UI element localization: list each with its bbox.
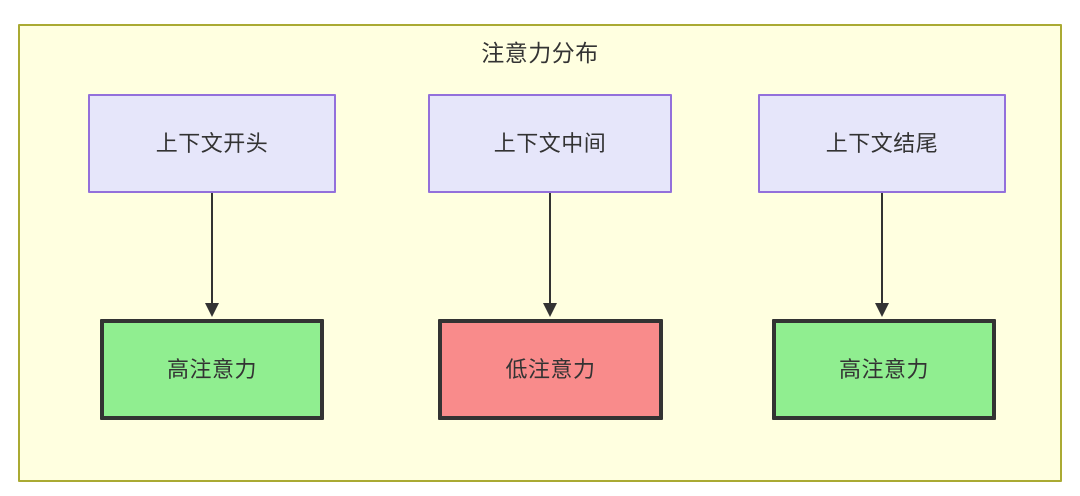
node-attention-high-end-label: 高注意力 (838, 356, 929, 382)
node-context-end[interactable]: 上下文结尾 (758, 94, 1006, 193)
node-context-end-label: 上下文结尾 (825, 130, 939, 156)
edge-line (881, 193, 883, 307)
down-arrow-icon (875, 303, 889, 317)
node-context-middle-label: 上下文中间 (493, 130, 607, 156)
node-attention-high-end[interactable]: 高注意力 (772, 319, 996, 420)
node-attention-low-middle[interactable]: 低注意力 (438, 319, 663, 420)
node-context-start-label: 上下文开头 (155, 130, 269, 156)
column-context-middle: 上下文中间 低注意力 (428, 26, 672, 480)
down-arrow-icon (543, 303, 557, 317)
down-arrow-icon (205, 303, 219, 317)
node-context-start[interactable]: 上下文开头 (88, 94, 336, 193)
edge-line (211, 193, 213, 307)
node-attention-high-start[interactable]: 高注意力 (100, 319, 324, 420)
edge-context-end-to-attention (875, 193, 889, 319)
column-context-end: 上下文结尾 高注意力 (758, 26, 1006, 480)
node-attention-low-middle-label: 低注意力 (505, 356, 596, 382)
column-context-start: 上下文开头 高注意力 (88, 26, 336, 480)
edge-context-start-to-attention (205, 193, 219, 319)
node-attention-high-start-label: 高注意力 (166, 356, 257, 382)
edge-line (549, 193, 551, 307)
attention-distribution-subgraph: 注意力分布 上下文开头 高注意力 上下文中间 低 (18, 24, 1062, 482)
edge-context-middle-to-attention (543, 193, 557, 319)
node-context-middle[interactable]: 上下文中间 (428, 94, 672, 193)
subgraph-title: 注意力分布 (481, 40, 599, 66)
